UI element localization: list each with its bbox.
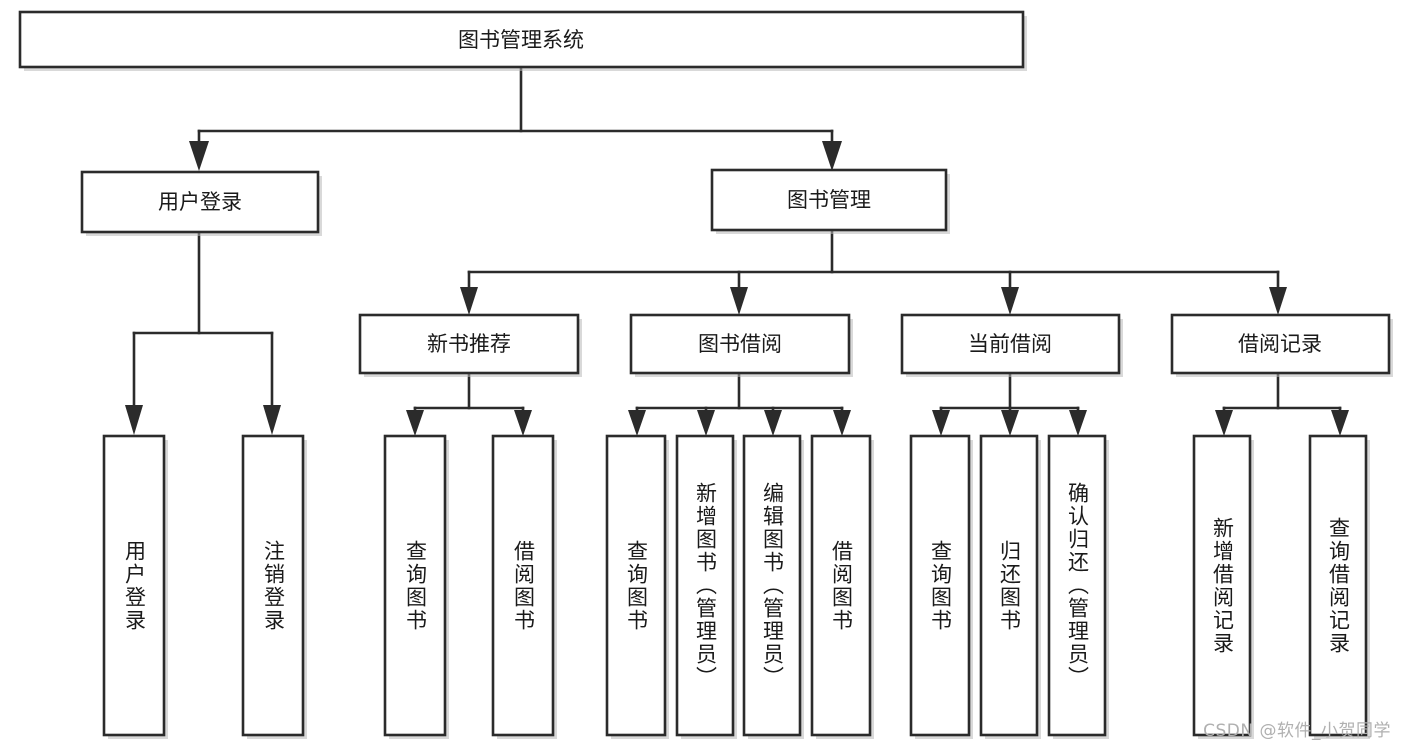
node-book-borrow-label: 图书借阅 xyxy=(698,332,782,356)
arrow-head-book-borrow xyxy=(730,287,748,315)
node-user-login-label: 用户登录 xyxy=(158,190,242,214)
leaf-box-br-add-record[interactable] xyxy=(1192,434,1252,737)
leaf-box-cb-confirm-return[interactable] xyxy=(1047,434,1107,737)
leaf-box-cb-query-book[interactable] xyxy=(909,434,971,737)
arrow-head-nb-leaf-2 xyxy=(514,410,532,436)
node-book-manage-label: 图书管理 xyxy=(787,188,871,212)
arrow-head-new-book xyxy=(460,287,478,315)
node-book-borrow-box[interactable] xyxy=(629,313,851,375)
leaf-box-nb-query-book[interactable] xyxy=(383,434,447,737)
leaf-box-logout[interactable] xyxy=(241,434,305,737)
leaf-box-bb-borrow-book[interactable] xyxy=(810,434,872,737)
edge-layer xyxy=(125,65,1349,436)
node-borrow-record-box[interactable] xyxy=(1170,313,1391,375)
arrow-head-leaf-user-login xyxy=(125,405,143,435)
arrow-head-current-borrow xyxy=(1001,287,1019,315)
leaf-box-br-query-record[interactable] xyxy=(1308,434,1368,737)
leaf-box-bb-add-book[interactable] xyxy=(675,434,735,737)
watermark-text: CSDN @软件_小贺同学 xyxy=(1203,721,1391,741)
arrow-head-nb-leaf-1 xyxy=(406,410,424,436)
leaf-box-cb-return-book[interactable] xyxy=(979,434,1039,737)
node-new-book-label: 新书推荐 xyxy=(427,332,511,356)
leaf-box-nb-borrow-book[interactable] xyxy=(491,434,555,737)
arrow-head-user-login xyxy=(189,141,209,171)
arrow-head-leaf-logout xyxy=(263,405,281,435)
arrow-head-borrow-record xyxy=(1269,287,1287,315)
node-borrow-record-label: 借阅记录 xyxy=(1238,332,1322,356)
node-book-manage-box[interactable] xyxy=(710,168,948,232)
arrow-head-cb-leaf-3 xyxy=(1069,410,1087,436)
arrow-head-cb-leaf-1 xyxy=(932,410,950,436)
node-current-borrow-label: 当前借阅 xyxy=(968,332,1052,356)
node-layer: 图书管理系统 用户登录 图书管理 新书推荐 图书借阅 当前借阅 借阅记录 xyxy=(18,10,1393,739)
node-root-label: 图书管理系统 xyxy=(458,28,584,52)
arrow-head-br-leaf-2 xyxy=(1331,410,1349,436)
node-current-borrow-box[interactable] xyxy=(900,313,1121,375)
node-root-box[interactable] xyxy=(18,10,1025,69)
arrow-head-br-leaf-1 xyxy=(1215,410,1233,436)
arrow-head-bb-leaf-3 xyxy=(764,410,782,436)
arrow-head-bb-leaf-1 xyxy=(628,410,646,436)
arrow-head-bb-leaf-2 xyxy=(697,410,715,436)
arrow-head-book-manage xyxy=(822,141,842,171)
node-user-login-box[interactable] xyxy=(80,170,320,234)
leaf-box-bb-edit-book[interactable] xyxy=(742,434,802,737)
node-new-book-box[interactable] xyxy=(358,313,580,375)
leaf-box-bb-query-book[interactable] xyxy=(605,434,667,737)
leaf-box-user-login[interactable] xyxy=(102,434,166,737)
arrow-head-cb-leaf-2 xyxy=(1001,410,1019,436)
arrow-head-bb-leaf-4 xyxy=(833,410,851,436)
